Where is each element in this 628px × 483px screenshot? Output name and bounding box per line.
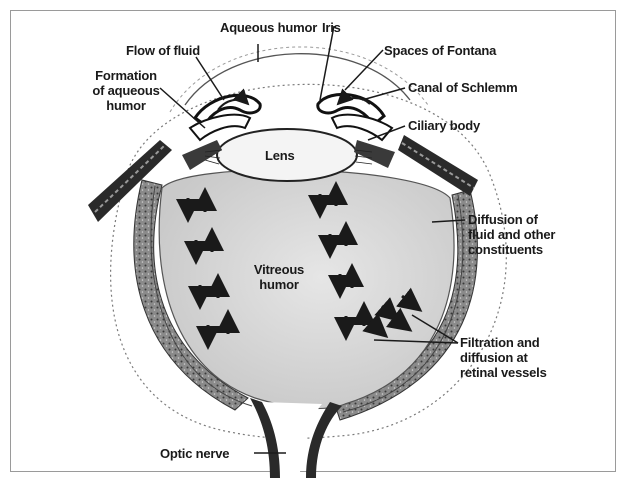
label-diffusion-line1: Diffusion of — [468, 212, 555, 227]
label-diffusion: Diffusion of fluid and other constituent… — [468, 212, 555, 257]
label-diffusion-line3: constituents — [468, 242, 555, 257]
label-diffusion-line2: fluid and other — [468, 227, 555, 242]
label-filtration-line2: diffusion at — [460, 350, 547, 365]
ciliary-body-right — [354, 140, 395, 168]
label-filtration-line3: retinal vessels — [460, 365, 547, 380]
label-spaces-of-fontana: Spaces of Fontana — [384, 43, 496, 58]
label-canal-of-schlemm: Canal of Schlemm — [408, 80, 518, 95]
label-aqueous-humor: Aqueous humor — [220, 20, 317, 35]
label-formation-of-aqueous-humor: Formation of aqueous humor — [78, 68, 174, 113]
label-flow-of-fluid: Flow of fluid — [126, 43, 200, 58]
label-vitreous-line2: humor — [244, 277, 314, 292]
label-ciliary-body: Ciliary body — [408, 118, 480, 133]
label-lens: Lens — [265, 148, 295, 163]
label-formation-line2: of aqueous — [78, 83, 174, 98]
label-vitreous-humor: Vitreous humor — [244, 262, 314, 292]
cornea — [185, 54, 410, 105]
label-formation-line1: Formation — [78, 68, 174, 83]
label-filtration-line1: Filtration and — [460, 335, 547, 350]
label-optic-nerve: Optic nerve — [160, 446, 229, 461]
label-formation-line3: humor — [78, 98, 174, 113]
label-iris: Iris — [322, 20, 341, 35]
label-vitreous-line1: Vitreous — [244, 262, 314, 277]
label-filtration: Filtration and diffusion at retinal vess… — [460, 335, 547, 380]
